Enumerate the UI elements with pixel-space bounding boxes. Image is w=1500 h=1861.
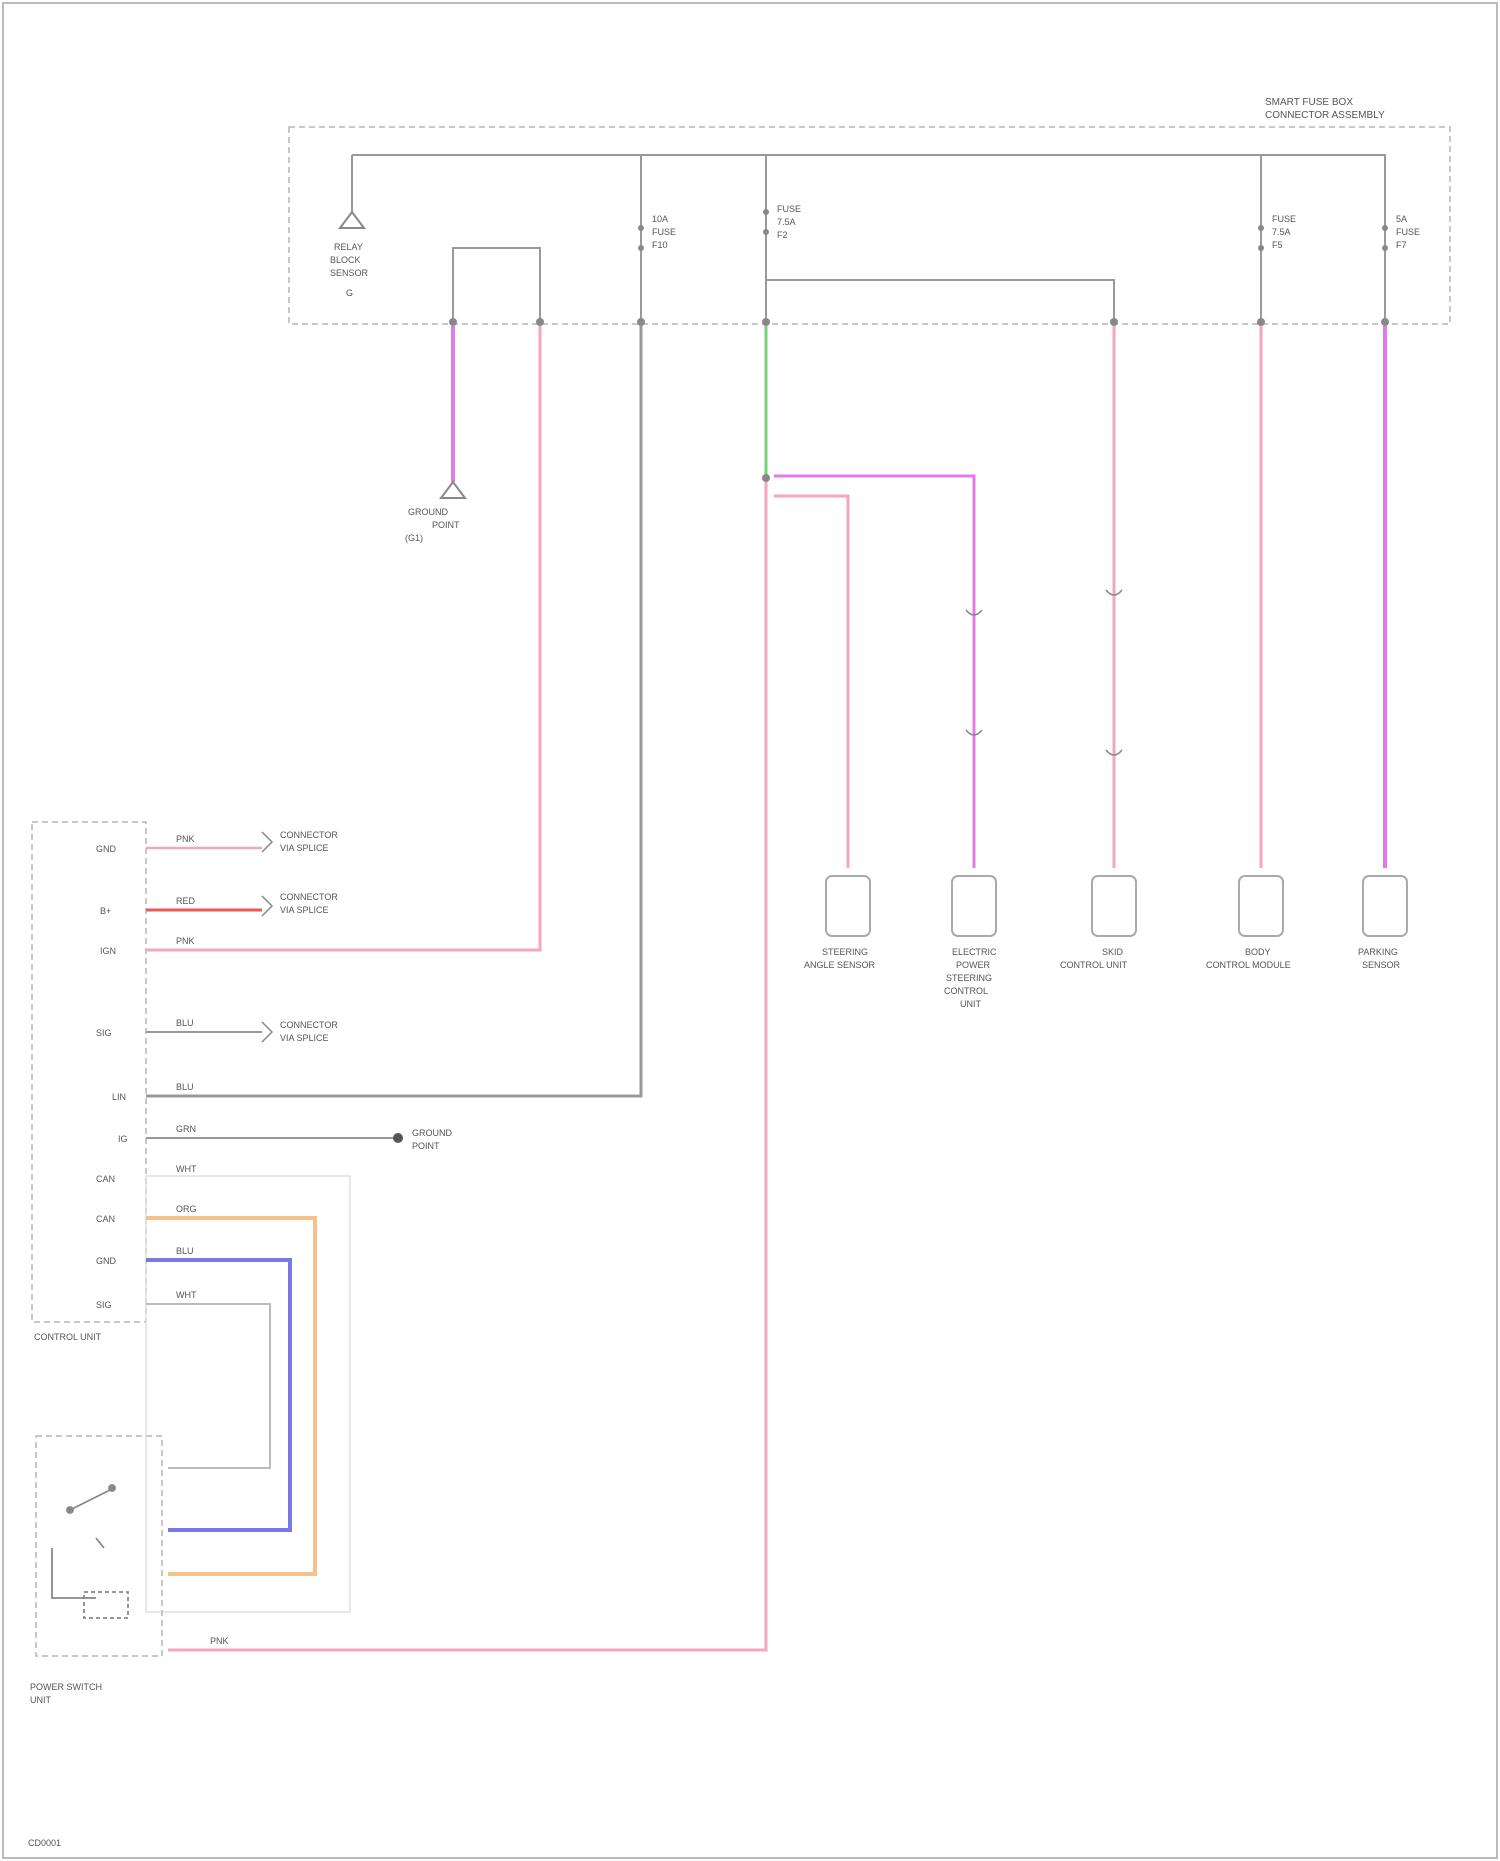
note-2-line-1: CONNECTOR [280,892,338,902]
wire-label-2: RED [176,896,196,906]
wire-label-8: ORG [176,1204,197,1214]
component-3 [1092,876,1136,936]
fuse-box-outline [289,127,1450,324]
wire-label-group: PNK RED PNK BLU BLU GRN WHT ORG BLU WHT … [176,834,229,1646]
page-border [3,3,1497,1858]
component-3-label-1: SKID [1102,947,1124,957]
top-ground-label-1: RELAY [334,242,363,252]
component-2-label-4: CONTROL [944,986,988,996]
wire-pink-loop [146,326,540,950]
ground-point-dot [393,1133,403,1143]
splice-dot [762,474,770,482]
pin-7: CAN [96,1174,115,1184]
top-ground-label-2: BLOCK [330,255,361,265]
split-bus [766,280,1114,320]
component-5-label-2: SENSOR [1362,960,1401,970]
power-switch-label-1: POWER SWITCH [30,1682,102,1692]
wire-gray-switch [146,1304,270,1468]
wire-label-3: PNK [176,936,195,946]
ground-point-label-2: POINT [412,1141,440,1151]
ground-point-label-1: GROUND [412,1128,452,1138]
control-unit-outline [32,822,146,1322]
wire-label-10: WHT [176,1290,197,1300]
ground-symbol-top [340,212,364,228]
wire-label-1: PNK [176,834,195,844]
fuse-2-label-a: FUSE [777,204,801,214]
ground-symbol-mid [441,482,465,498]
power-switch-outline [36,1436,162,1656]
wire-label-9: BLU [176,1246,194,1256]
wire-label-11: PNK [210,1636,229,1646]
pin-8: CAN [96,1214,115,1224]
wire-label-5: BLU [176,1082,194,1092]
pin-10: SIG [96,1300,112,1310]
component-2-label-5: UNIT [960,999,981,1009]
pin-9: GND [96,1256,117,1266]
component-1-label-1: STEERING [822,947,868,957]
fuse-1-label-a: 10A [652,214,668,224]
fuse-box-label-2: CONNECTOR ASSEMBLY [1265,110,1385,121]
fuse-3-label-a: FUSE [1272,214,1296,224]
loop-wire [453,248,540,320]
footer-code: CD0001 [28,1838,61,1848]
mid-ground-label-2: POINT [432,520,460,530]
component-4-label-1: BODY [1245,947,1271,957]
component-2-label-1: ELECTRIC [952,947,997,957]
note-3-line-1: CONNECTOR [280,1020,338,1030]
fuse-2-label-c: F2 [777,230,788,240]
switch-wire-zone [146,1176,350,1612]
wire-violet-eps [774,476,974,868]
top-ground-ref: G [346,288,353,298]
fuse-1-label-b: FUSE [652,227,676,237]
wire-pink-sensor [774,496,848,868]
switch-contact-symbol [52,1485,128,1618]
fuse-4-label-c: F7 [1396,240,1407,250]
component-2 [952,876,996,936]
wire-label-6: GRN [176,1124,196,1134]
note-symbols [262,832,272,1042]
pin-1: GND [96,844,117,854]
note-3-line-2: VIA SPLICE [280,1033,329,1043]
component-1-label-2: ANGLE SENSOR [804,960,876,970]
pin-6: IG [118,1134,128,1144]
pin-3: IGN [100,946,116,956]
pin-5: LIN [112,1092,126,1102]
mid-ground-label-3: (G1) [405,533,423,543]
wire-gray-power [146,326,641,1096]
fuse-2-label-b: 7.5A [777,217,796,227]
component-1 [826,876,870,936]
component-3-label-2: CONTROL UNIT [1060,960,1128,970]
pin-2: B+ [100,906,111,916]
component-5-label-1: PARKING [1358,947,1398,957]
top-ground-label-3: SENSOR [330,268,369,278]
control-unit-label: CONTROL UNIT [34,1332,102,1342]
fuse-4-label-a: 5A [1396,214,1407,224]
power-switch-label-2: UNIT [30,1695,51,1705]
note-1-line-2: VIA SPLICE [280,843,329,853]
note-2-line-2: VIA SPLICE [280,905,329,915]
fuse-1-label-c: F10 [652,240,668,250]
component-4 [1239,876,1283,936]
top-bus [352,155,1385,320]
wire-label-7: WHT [176,1164,197,1174]
fuse-4-label-b: FUSE [1396,227,1420,237]
fuse-3-label-c: F5 [1272,240,1283,250]
component-5 [1363,876,1407,936]
mid-ground-label-1: GROUND [408,507,448,517]
component-2-label-3: STEERING [946,973,992,983]
pin-4: SIG [96,1028,112,1038]
fuse-3-label-b: 7.5A [1272,227,1291,237]
inline-connectors [966,590,1122,755]
wire-blue [146,1260,290,1530]
wire-pink-main [168,482,766,1650]
component-2-label-2: POWER [956,960,991,970]
pin-label-group: GND B+ IGN SIG LIN IG CAN CAN GND SIG [96,844,128,1310]
wire-label-4: BLU [176,1018,194,1028]
note-1-line-1: CONNECTOR [280,830,338,840]
fuse-box-label-1: SMART FUSE BOX [1265,97,1353,108]
component-4-label-2: CONTROL MODULE [1206,960,1291,970]
